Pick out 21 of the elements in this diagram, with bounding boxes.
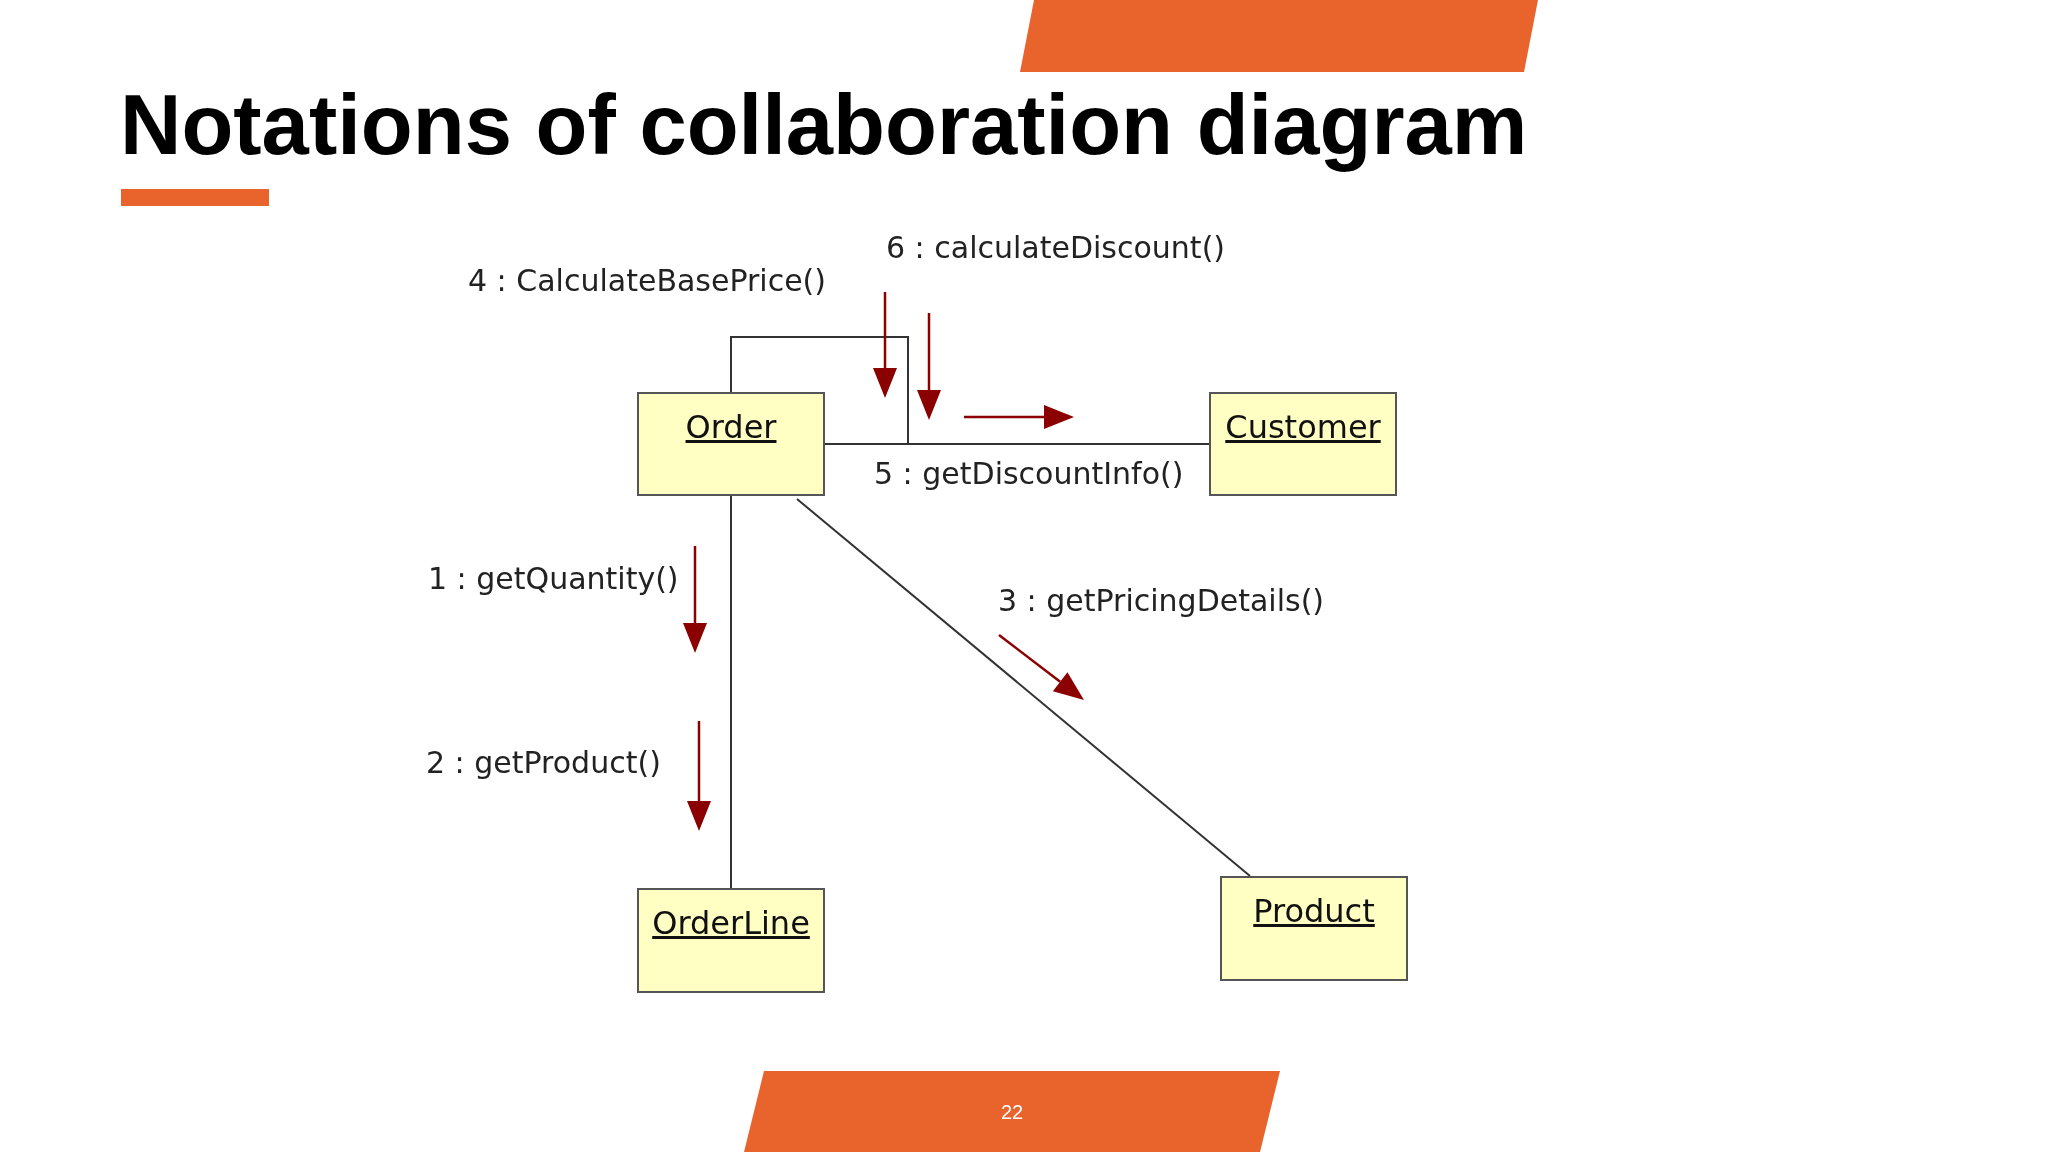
message-label: 5 : getDiscountInfo() [874, 459, 1184, 489]
object-name: Product [1253, 892, 1375, 930]
object-box [1209, 392, 1397, 496]
object-box [1220, 876, 1408, 981]
message-label: 4 : CalculateBasePrice() [468, 266, 827, 296]
link-line [796, 498, 1251, 877]
message-label: 6 : calculateDiscount() [886, 233, 1226, 263]
object-name: OrderLine [652, 904, 810, 942]
object-box [637, 888, 825, 993]
object-box [637, 392, 825, 496]
slide-title: Notations of collaboration diagram [120, 78, 1528, 172]
banner-shape [1020, 0, 1538, 72]
message-label: 1 : getQuantity() [428, 564, 679, 594]
message-label: 2 : getProduct() [426, 748, 661, 778]
link-line [730, 336, 909, 445]
link-line [730, 495, 732, 889]
object-name: Customer [1225, 408, 1381, 446]
title-underline [121, 189, 269, 206]
page-number: 22 [1000, 1101, 1024, 1122]
object-name: Order [685, 408, 777, 446]
message-label: 3 : getPricingDetails() [998, 586, 1325, 616]
